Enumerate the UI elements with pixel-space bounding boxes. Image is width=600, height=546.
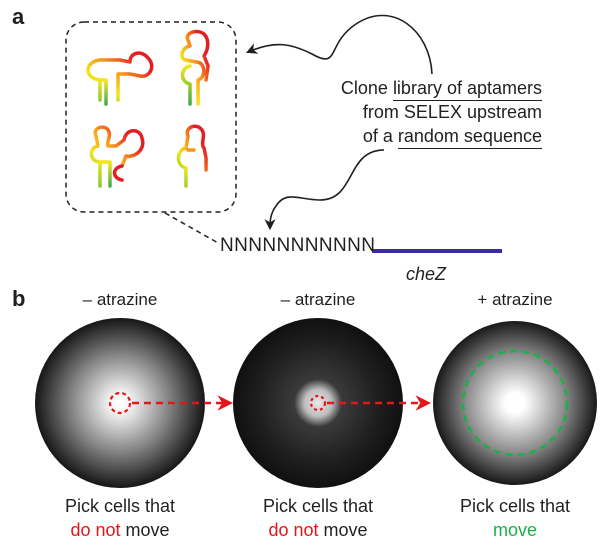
plate-3-caption-line1: Pick cells that [459,496,571,516]
plate-1-condition: – atrazine [82,290,158,309]
plate-1 [35,318,205,488]
plate-2 [233,318,403,488]
clone-text-prefix: Clone [340,78,393,98]
aptamer-library-box [65,21,237,213]
clone-text-line-1: Clone library of aptamers [340,76,542,101]
plate-3-caption-emphasis: move [492,520,537,540]
plate-2-caption-line2: do not move [218,518,418,542]
chez-gene-label: cheZ [406,264,447,284]
plate-3-caption: Pick cells that move [415,494,600,542]
plate-1-caption-rest: move [120,520,170,540]
random-sequence-label: NNNNNNNNNNN [220,235,376,256]
plate-2-caption-rest: move [318,520,368,540]
plate-3 [433,321,597,485]
plate-2-colony-ring [309,394,327,412]
clone-text-line-2: from SELEX upstream [362,102,542,122]
aptamer-structure-2 [180,29,210,106]
aptamer-structure-3 [89,125,145,188]
plate-1-caption: Pick cells that do not move [20,494,220,542]
curved-arrow-to-library [245,14,433,75]
plate-2-caption-line1: Pick cells that [262,496,374,516]
clone-text-prefix-2: of a [362,126,398,146]
plate-1-caption-line2: do not move [20,518,220,542]
curved-arrow-to-sequence [264,149,385,231]
plate-3-caption-line2: move [415,518,600,542]
aptamer-structure-1 [86,51,154,106]
chez-gene-bar [372,249,502,253]
aptamer-structure-4 [176,124,208,188]
plate-1-colony-ring [108,391,132,415]
library-of-aptamers-text: library of aptamers [392,78,542,101]
plate-1-caption-emphasis: do not [70,520,121,540]
panel-label-b: b [12,286,26,311]
plate-3-swim-ring [461,349,569,457]
clone-text-line-3: of a random sequence [362,124,542,149]
panel-label-a: a [12,4,25,29]
library-connector-dashed-line [164,212,221,245]
random-sequence-text: random sequence [397,126,542,149]
plate-1-caption-line1: Pick cells that [64,496,176,516]
plate-2-caption: Pick cells that do not move [218,494,418,542]
plate-2-condition: – atrazine [280,290,356,309]
plate-2-caption-emphasis: do not [268,520,319,540]
plate-3-condition: + atrazine [477,290,553,309]
